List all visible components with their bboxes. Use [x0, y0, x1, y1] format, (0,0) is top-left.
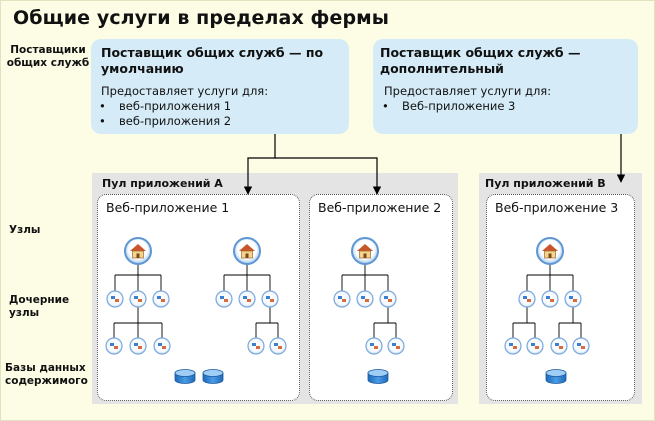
- web-application-3: Веб-приложение 3: [486, 194, 635, 401]
- app-pool-b: Пул приложений B Веб-приложение 3: [479, 173, 642, 404]
- served-webapp-item: веб-приложения 2: [97, 114, 231, 129]
- database-icon: [367, 369, 389, 384]
- subsite-icon: [572, 337, 590, 355]
- row-label-child-nodes: Дочерние узлы: [9, 294, 70, 319]
- subsite-icon: [106, 290, 124, 308]
- subsite-icon: [129, 337, 147, 355]
- subsite-icon: [387, 337, 405, 355]
- subsite-icon: [269, 337, 287, 355]
- subsite-icon: [261, 290, 279, 308]
- subsite-icon: [541, 290, 559, 308]
- subsite-icon: [504, 337, 522, 355]
- web-application-label: Веб-приложение 3: [495, 200, 619, 215]
- database-icon: [174, 369, 196, 384]
- subsite-icon: [365, 337, 383, 355]
- app-pool-title: Пул приложений B: [485, 177, 606, 190]
- subsite-icon: [356, 290, 374, 308]
- shared-services-provider-default: Поставщик общих служб — по умолчанию Пре…: [91, 39, 349, 134]
- provider-served-list: веб-приложения 1 веб-приложения 2: [97, 99, 231, 129]
- connector-arrow: [243, 134, 276, 195]
- subsite-icon: [518, 290, 536, 308]
- served-webapp-item: веб-приложения 1: [97, 99, 231, 114]
- app-pool-a: Пул приложений A Веб-приложение 1 Веб-пр…: [92, 173, 458, 404]
- subsite-icon: [379, 290, 397, 308]
- web-application-label: Веб-приложение 1: [106, 200, 230, 215]
- house-icon: [233, 237, 261, 265]
- house-icon: [536, 237, 564, 265]
- subsite-icon: [152, 290, 170, 308]
- shared-services-provider-additional: Поставщик общих служб — дополнительный П…: [373, 39, 638, 134]
- subsite-icon: [333, 290, 351, 308]
- subsite-icon: [129, 290, 147, 308]
- row-label-content-dbs: Базы данных содержимого: [5, 362, 88, 387]
- subsite-icon: [105, 337, 123, 355]
- row-label-providers: Поставщики общих служб: [6, 44, 90, 69]
- database-icon: [545, 369, 567, 384]
- diagram-title: Общие услуги в пределах фермы: [13, 7, 390, 29]
- subsite-icon: [564, 290, 582, 308]
- house-icon: [351, 237, 379, 265]
- subsite-icon: [550, 337, 568, 355]
- app-pool-title: Пул приложений A: [102, 177, 223, 190]
- subsite-icon: [238, 290, 256, 308]
- provider-served-list: Веб-приложение 3: [380, 99, 515, 114]
- subsite-icon: [526, 337, 544, 355]
- subsite-icon: [215, 290, 233, 308]
- database-icon: [202, 369, 224, 384]
- provider-serves-label: Предоставляет услуги для:: [384, 84, 552, 98]
- subsite-icon: [247, 337, 265, 355]
- row-label-nodes: Узлы: [9, 224, 41, 236]
- house-icon: [124, 237, 152, 265]
- web-application-label: Веб-приложение 2: [318, 200, 442, 215]
- provider-title: Поставщик общих служб — дополнительный: [380, 45, 581, 76]
- provider-title: Поставщик общих служб — по умолчанию: [101, 45, 324, 76]
- provider-serves-label: Предоставляет услуги для:: [101, 84, 269, 98]
- served-webapp-item: Веб-приложение 3: [380, 99, 515, 114]
- subsite-icon: [153, 337, 171, 355]
- connector-arrow: [275, 157, 382, 195]
